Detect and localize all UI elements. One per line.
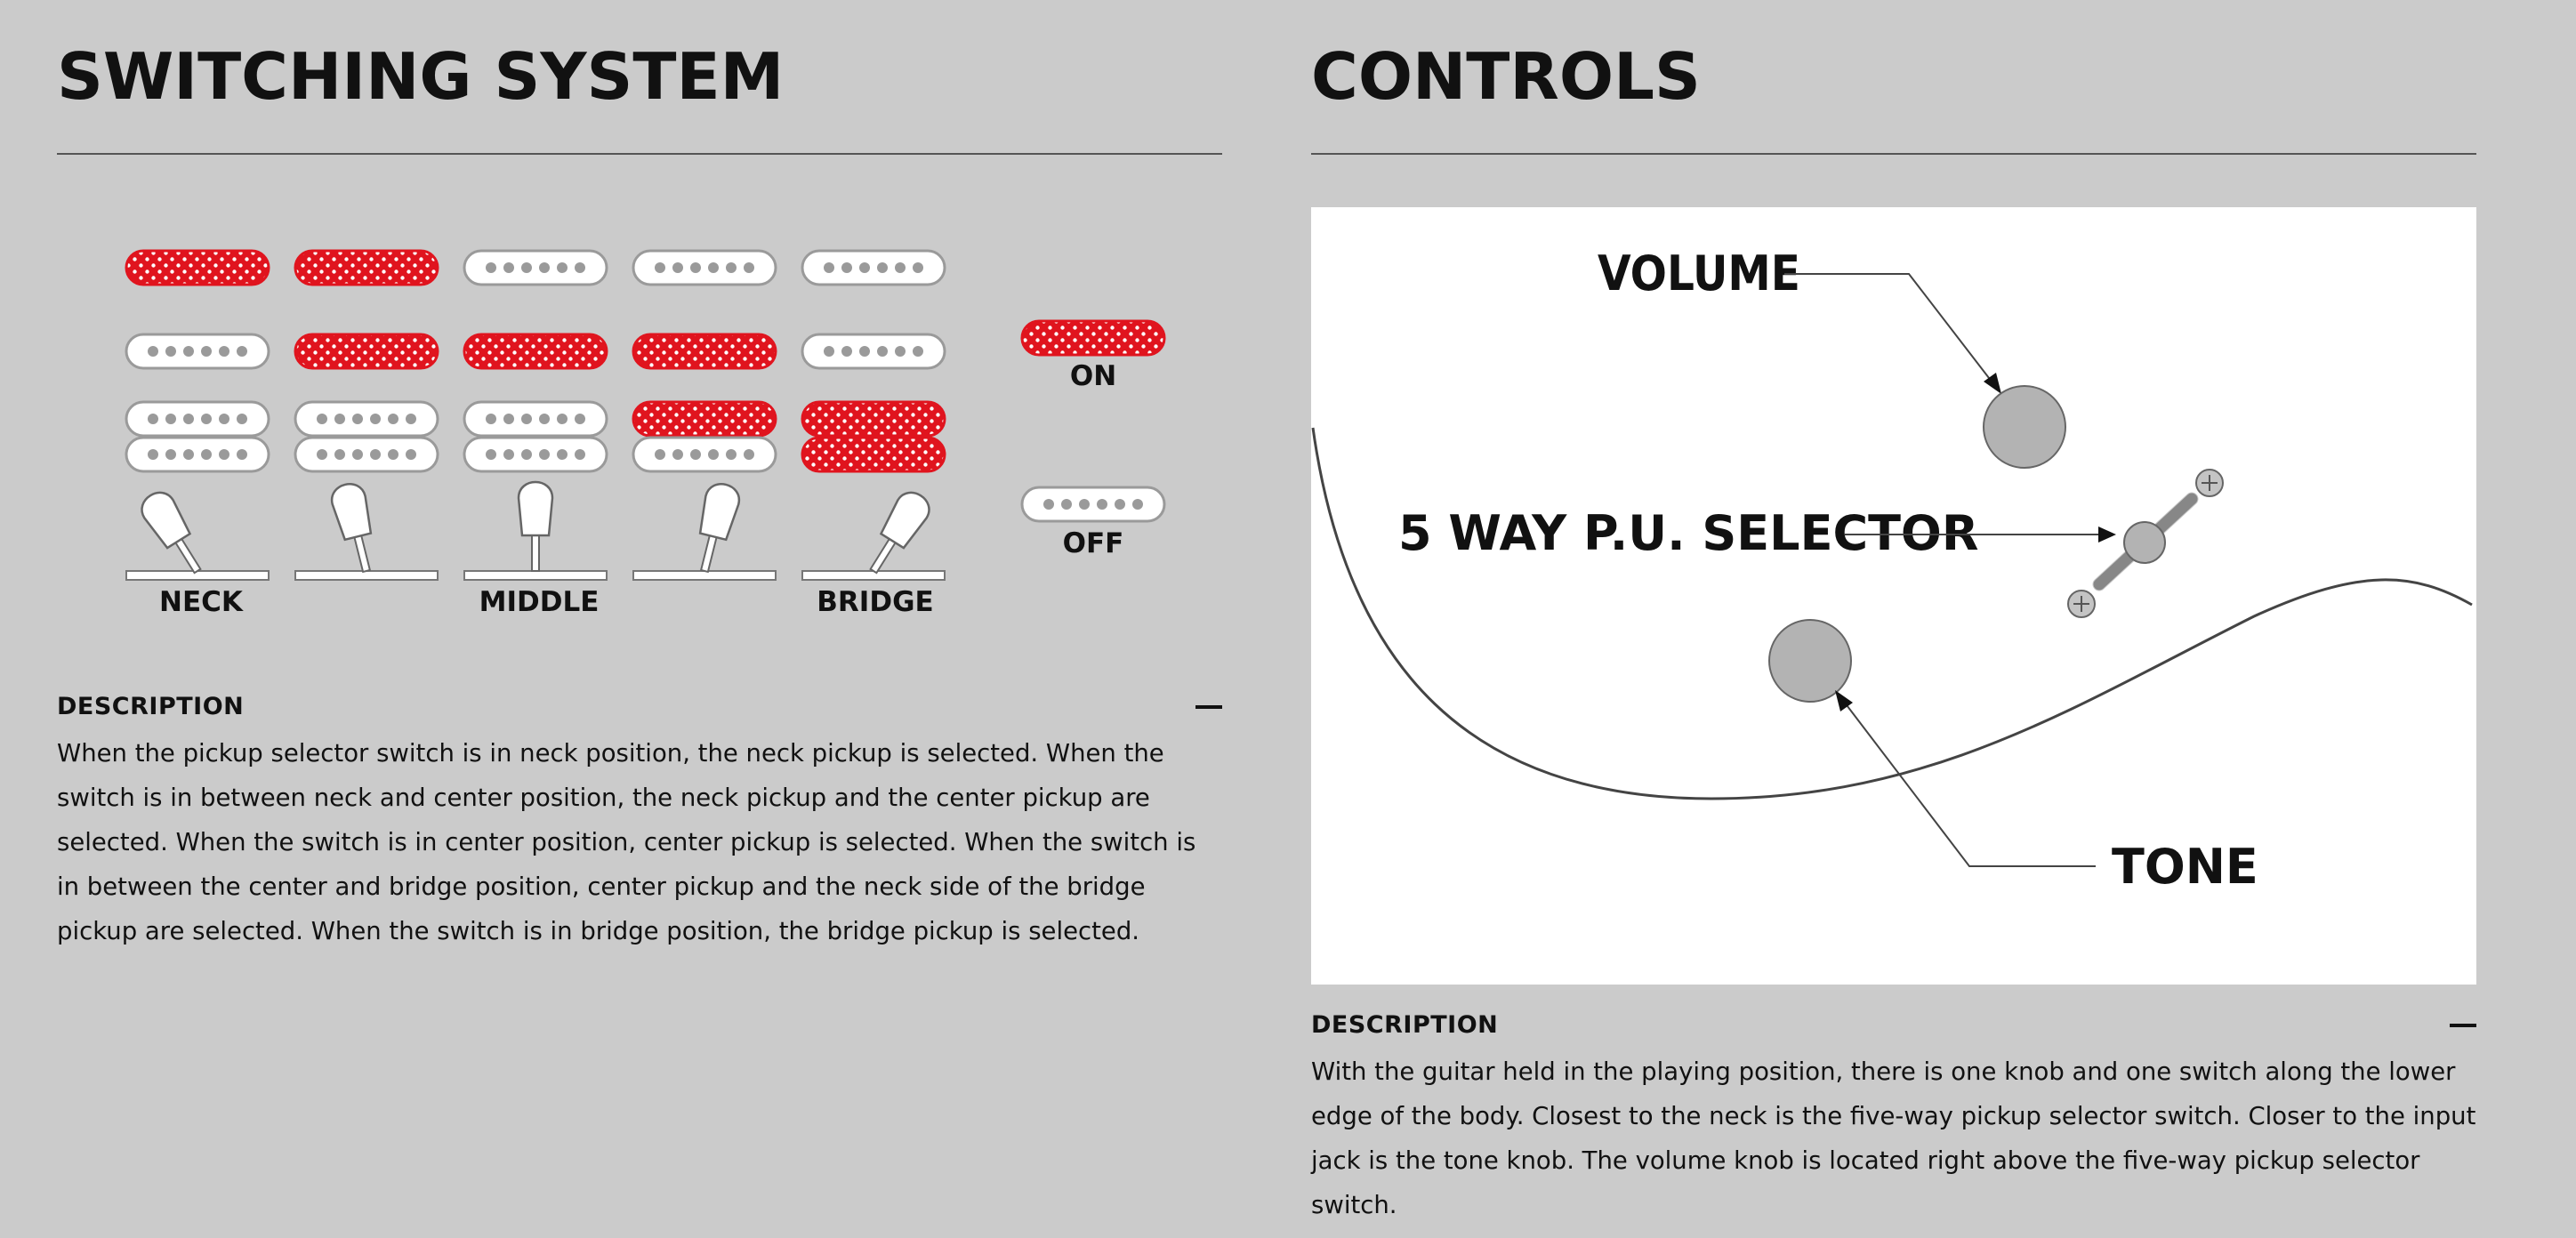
legend-pickup-on [1020, 319, 1166, 357]
legend-label-off: OFF [1063, 527, 1124, 559]
screw-icon [2195, 469, 2224, 497]
selector-switch-knob-icon [2123, 521, 2166, 564]
section-title-switching: SWITCHING SYSTEM [57, 39, 785, 114]
position-labels: NECK MIDDLE BRIDGE [159, 586, 934, 618]
legend: ON OFF [1063, 360, 1124, 559]
controls-diagram: VOLUME 5 WAY P.U. SELECTOR [1311, 207, 2476, 985]
position-label-middle: MIDDLE [479, 586, 600, 618]
pickup-neck-4 [632, 249, 777, 286]
pickup-neck-5 [801, 249, 946, 286]
collapse-icon[interactable] [1195, 705, 1222, 709]
tone-knob-icon [1768, 619, 1852, 703]
description-header-switching[interactable]: DESCRIPTION [57, 689, 1222, 725]
label-tone: TONE [2112, 839, 2258, 895]
pickup-bridge-neck-coil-4 [632, 400, 777, 438]
position-label-neck: NECK [159, 586, 244, 618]
position-label-bridge: BRIDGE [817, 586, 933, 618]
pickup-grid [125, 249, 1166, 523]
tone-arrowhead [1835, 690, 1853, 711]
collapse-icon[interactable] [2450, 1024, 2476, 1027]
pickup-neck-1 [125, 249, 270, 286]
switching-diagram: NECK MIDDLE BRIDGE ON OFF [125, 249, 1166, 618]
label-volume: VOLUME [1598, 245, 1800, 301]
pickup-bridge-bridge-coil-5 [801, 436, 946, 473]
title-divider [1311, 153, 2476, 155]
description-header-controls[interactable]: DESCRIPTION [1311, 1008, 2476, 1043]
pickup-bridge-neck-coil-5 [801, 400, 946, 438]
pickup-neck-3 [463, 249, 608, 286]
pickup-bridge-bridge-coil-1 [125, 436, 270, 473]
legend-pickup-off [1020, 486, 1166, 523]
selector-arrowhead [2098, 527, 2116, 543]
pickup-bridge-neck-coil-2 [294, 400, 439, 438]
pickup-middle-2 [294, 333, 439, 370]
switch-lever-icon [125, 491, 270, 581]
switch-lever-icon [632, 483, 777, 581]
switch-lever-icon [801, 491, 946, 581]
pickup-middle-4 [632, 333, 777, 370]
switch-lever-icon [294, 483, 439, 581]
pickup-middle-3 [463, 333, 608, 370]
label-selector: 5 WAY P.U. SELECTOR [1398, 505, 1978, 561]
pickup-middle-5 [801, 333, 946, 370]
pickup-neck-2 [294, 249, 439, 286]
description-label: DESCRIPTION [1311, 1011, 1499, 1039]
description-text-switching: When the pickup selector switch is in ne… [57, 739, 1196, 945]
description-text-controls: With the guitar held in the playing posi… [1311, 1057, 2476, 1219]
volume-leader-line [1784, 273, 1999, 390]
switching-system-section: SWITCHING SYSTEM NECK MIDDLE BRIDGE ON O… [57, 0, 1222, 945]
pickup-bridge-bridge-coil-3 [463, 436, 608, 473]
legend-label-on: ON [1070, 360, 1116, 392]
tone-leader-line [1838, 694, 2096, 867]
pickup-bridge-neck-coil-1 [125, 400, 270, 438]
pickup-middle-1 [125, 333, 270, 370]
volume-knob-icon [1983, 385, 2066, 469]
title-divider [57, 153, 1222, 155]
switch-positions [125, 480, 946, 581]
controls-section: CONTROLS VOLUME 5 WAY P.U. SELECTOR [1311, 0, 2476, 1219]
body-outline [1311, 427, 2473, 800]
pickup-bridge-neck-coil-3 [463, 400, 608, 438]
description-label: DESCRIPTION [57, 693, 245, 720]
volume-arrowhead [1984, 373, 2001, 394]
pickup-bridge-bridge-coil-2 [294, 436, 439, 473]
pickup-bridge-bridge-coil-4 [632, 436, 777, 473]
controls-svg: VOLUME 5 WAY P.U. SELECTOR [1311, 245, 2473, 895]
screw-icon [2067, 590, 2096, 618]
section-title-controls: CONTROLS [1311, 39, 1701, 114]
switch-lever-icon [463, 480, 608, 581]
